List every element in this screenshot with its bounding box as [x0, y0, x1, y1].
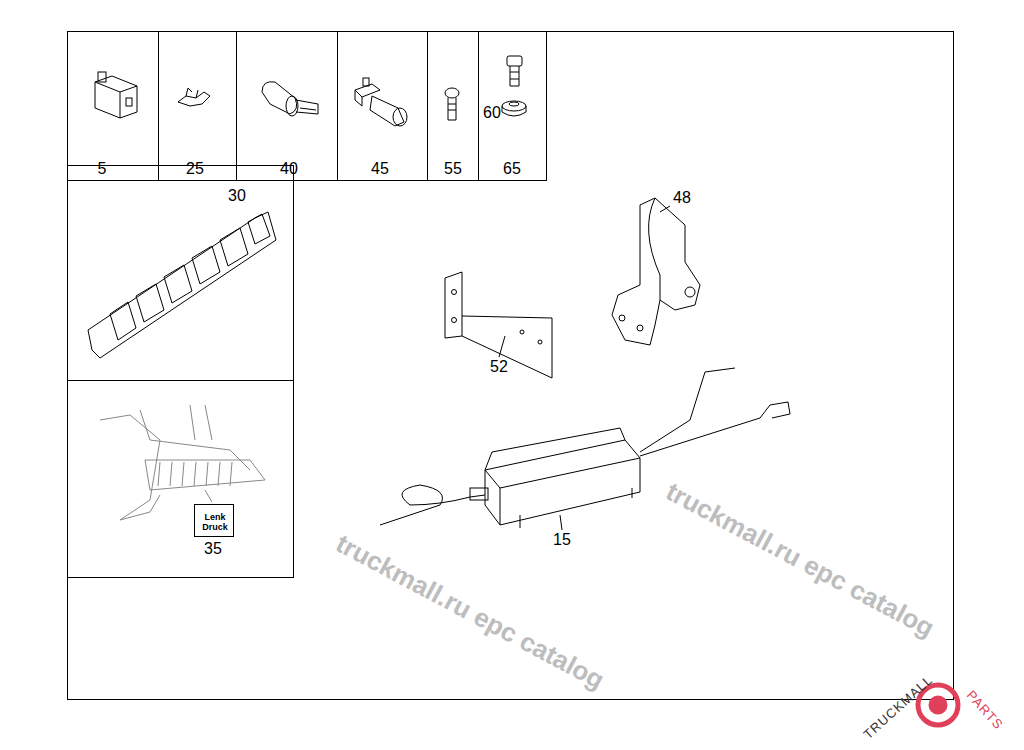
leader-line [499, 206, 670, 530]
bolt-drawing [507, 56, 522, 86]
socket-drawing [262, 82, 318, 116]
bolt-drawing [445, 88, 459, 120]
part-panel: 30 [67, 165, 294, 381]
part-cell: 5 [67, 31, 159, 181]
part-cell: 55 [427, 31, 479, 181]
terminal-drawing [178, 88, 210, 106]
callout-number: 65 [503, 160, 521, 178]
callout-number: 55 [444, 160, 462, 178]
callout-number: 5 [98, 160, 107, 178]
callout-number: 40 [280, 160, 298, 178]
plate-text: Lenk Druck [200, 512, 230, 532]
callout-number: 45 [371, 160, 389, 178]
logo-text: TRUCKMALL [860, 672, 935, 742]
part-cell: 60 65 [478, 31, 547, 181]
bracket-drawing [445, 272, 552, 378]
frame [68, 32, 954, 700]
switch-panel-drawing [100, 405, 265, 520]
callout-number: 48 [673, 189, 691, 207]
callout-number: 25 [186, 160, 204, 178]
callout-number: 35 [204, 540, 222, 558]
callout-number: 30 [228, 187, 246, 205]
callout-number: 60 [483, 104, 501, 122]
callout-number: 52 [490, 358, 508, 376]
part-cell: 25 [158, 31, 237, 181]
part-cell: 45 [337, 31, 428, 181]
callout-number: 15 [553, 531, 571, 549]
sensor-drawing [355, 78, 407, 126]
relay-drawing [95, 72, 137, 118]
bracket-drawing [612, 198, 700, 345]
label-plate: Lenk Druck [194, 504, 234, 537]
watermark: truckmall.ru epc catalog [331, 528, 610, 696]
watermark: truckmall.ru epc catalog [661, 476, 940, 644]
logo-text: PARTS [964, 687, 1007, 732]
nut-drawing [502, 101, 526, 116]
connector-strip-drawing [88, 212, 276, 358]
part-panel: 35 Lenk Druck [67, 380, 294, 578]
part-cell: 40 [236, 31, 338, 181]
